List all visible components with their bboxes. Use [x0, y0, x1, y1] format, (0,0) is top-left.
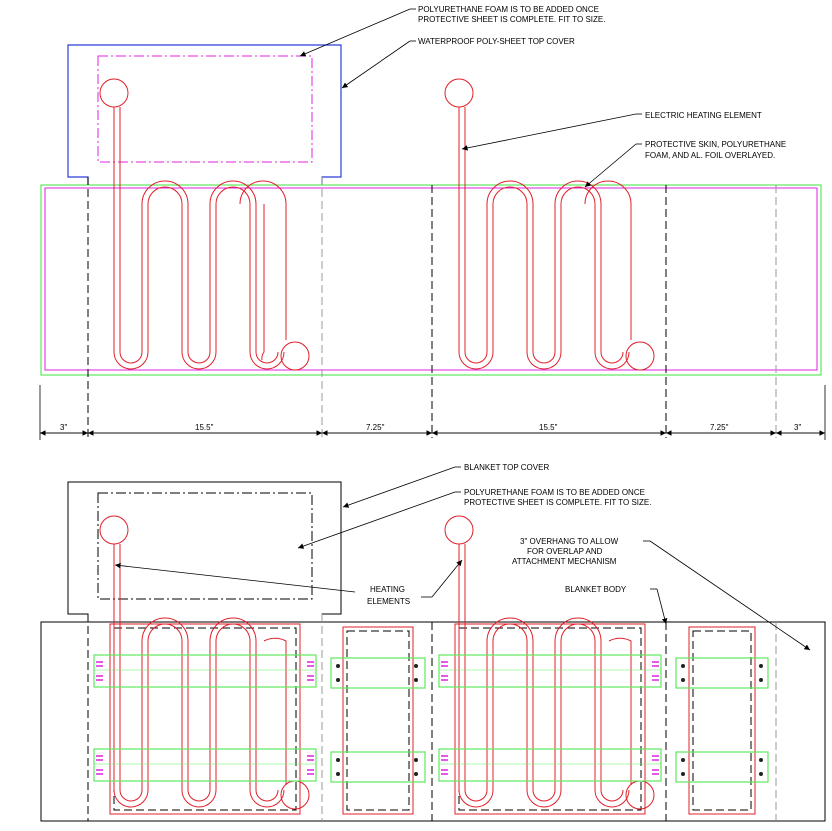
heating-panel-2: [438, 515, 662, 815]
note-overhang-line3: ATTACHMENT MECHANISM: [512, 557, 617, 566]
bottom-view-notes: BLANKET TOP COVER POLYURETHANE FOAM IS T…: [114, 463, 811, 651]
note-overhang-line1: 3" OVERHANG TO ALLOW: [520, 537, 619, 546]
blanket-top-cover-outline: [67, 481, 342, 622]
dimension-label: 3": [60, 423, 67, 432]
top-view-notes: POLYURETHANE FOAM IS TO BE ADDED ONCE PR…: [299, 5, 786, 188]
dimension-label: 3": [794, 423, 801, 432]
attachment-hooks: [96, 661, 659, 775]
dimension-label: 15.5": [195, 423, 214, 432]
heating-element-2: [444, 78, 655, 371]
blanket-body-outline: [40, 184, 822, 376]
connector-panel-2: [675, 626, 769, 815]
note-overhang-line2: FOR OVERLAP AND: [527, 547, 603, 556]
note-foam-line1: POLYURETHANE FOAM IS TO BE ADDED ONCE: [418, 5, 599, 14]
note-top-cover: WATERPROOF POLY-SHEET TOP COVER: [418, 37, 575, 46]
fastener-dots: [336, 664, 763, 776]
dimension-label: 15.5": [539, 423, 558, 432]
protective-skin-outline: [44, 187, 818, 371]
note-heating-line2: ELEMENTS: [367, 597, 410, 606]
dimension-label: 7.25": [710, 423, 729, 432]
heating-panel-1: [93, 515, 317, 815]
note-blanket-body: BLANKET BODY: [565, 585, 627, 594]
heating-element-1: [99, 78, 310, 371]
note-foam-line2: PROTECTIVE SHEET IS COMPLETE. FIT TO SIZ…: [418, 15, 605, 24]
note-skin-line1: PROTECTIVE SKIN, POLYURETHANE: [645, 140, 786, 149]
note-foam-line2: PROTECTIVE SHEET IS COMPLETE. FIT TO SIZ…: [464, 498, 651, 507]
bottom-view: BLANKET TOP COVER POLYURETHANE FOAM IS T…: [40, 463, 826, 822]
blanket-body-outline: [40, 621, 826, 822]
top-cover-outline: [67, 44, 342, 185]
note-heating-line1: HEATING: [370, 585, 405, 594]
foam-outline: [97, 55, 313, 163]
note-skin-line2: FOAM, AND AL. FOIL OVERLAYED.: [645, 151, 775, 160]
note-foam-line1: POLYURETHANE FOAM IS TO BE ADDED ONCE: [464, 488, 645, 497]
note-blanket-top-cover: BLANKET TOP COVER: [464, 463, 549, 472]
note-heating-element: ELECTRIC HEATING ELEMENT: [645, 111, 762, 120]
connector-panel-1: [330, 626, 426, 815]
foam-outline: [97, 492, 313, 600]
top-view: 3" 15.5" 7.25" 15.5" 7.25" 3" POLYURETHA…: [39, 5, 826, 440]
dimension-line: 3" 15.5" 7.25" 15.5" 7.25" 3": [39, 385, 826, 440]
dimension-label: 7.25": [366, 423, 385, 432]
